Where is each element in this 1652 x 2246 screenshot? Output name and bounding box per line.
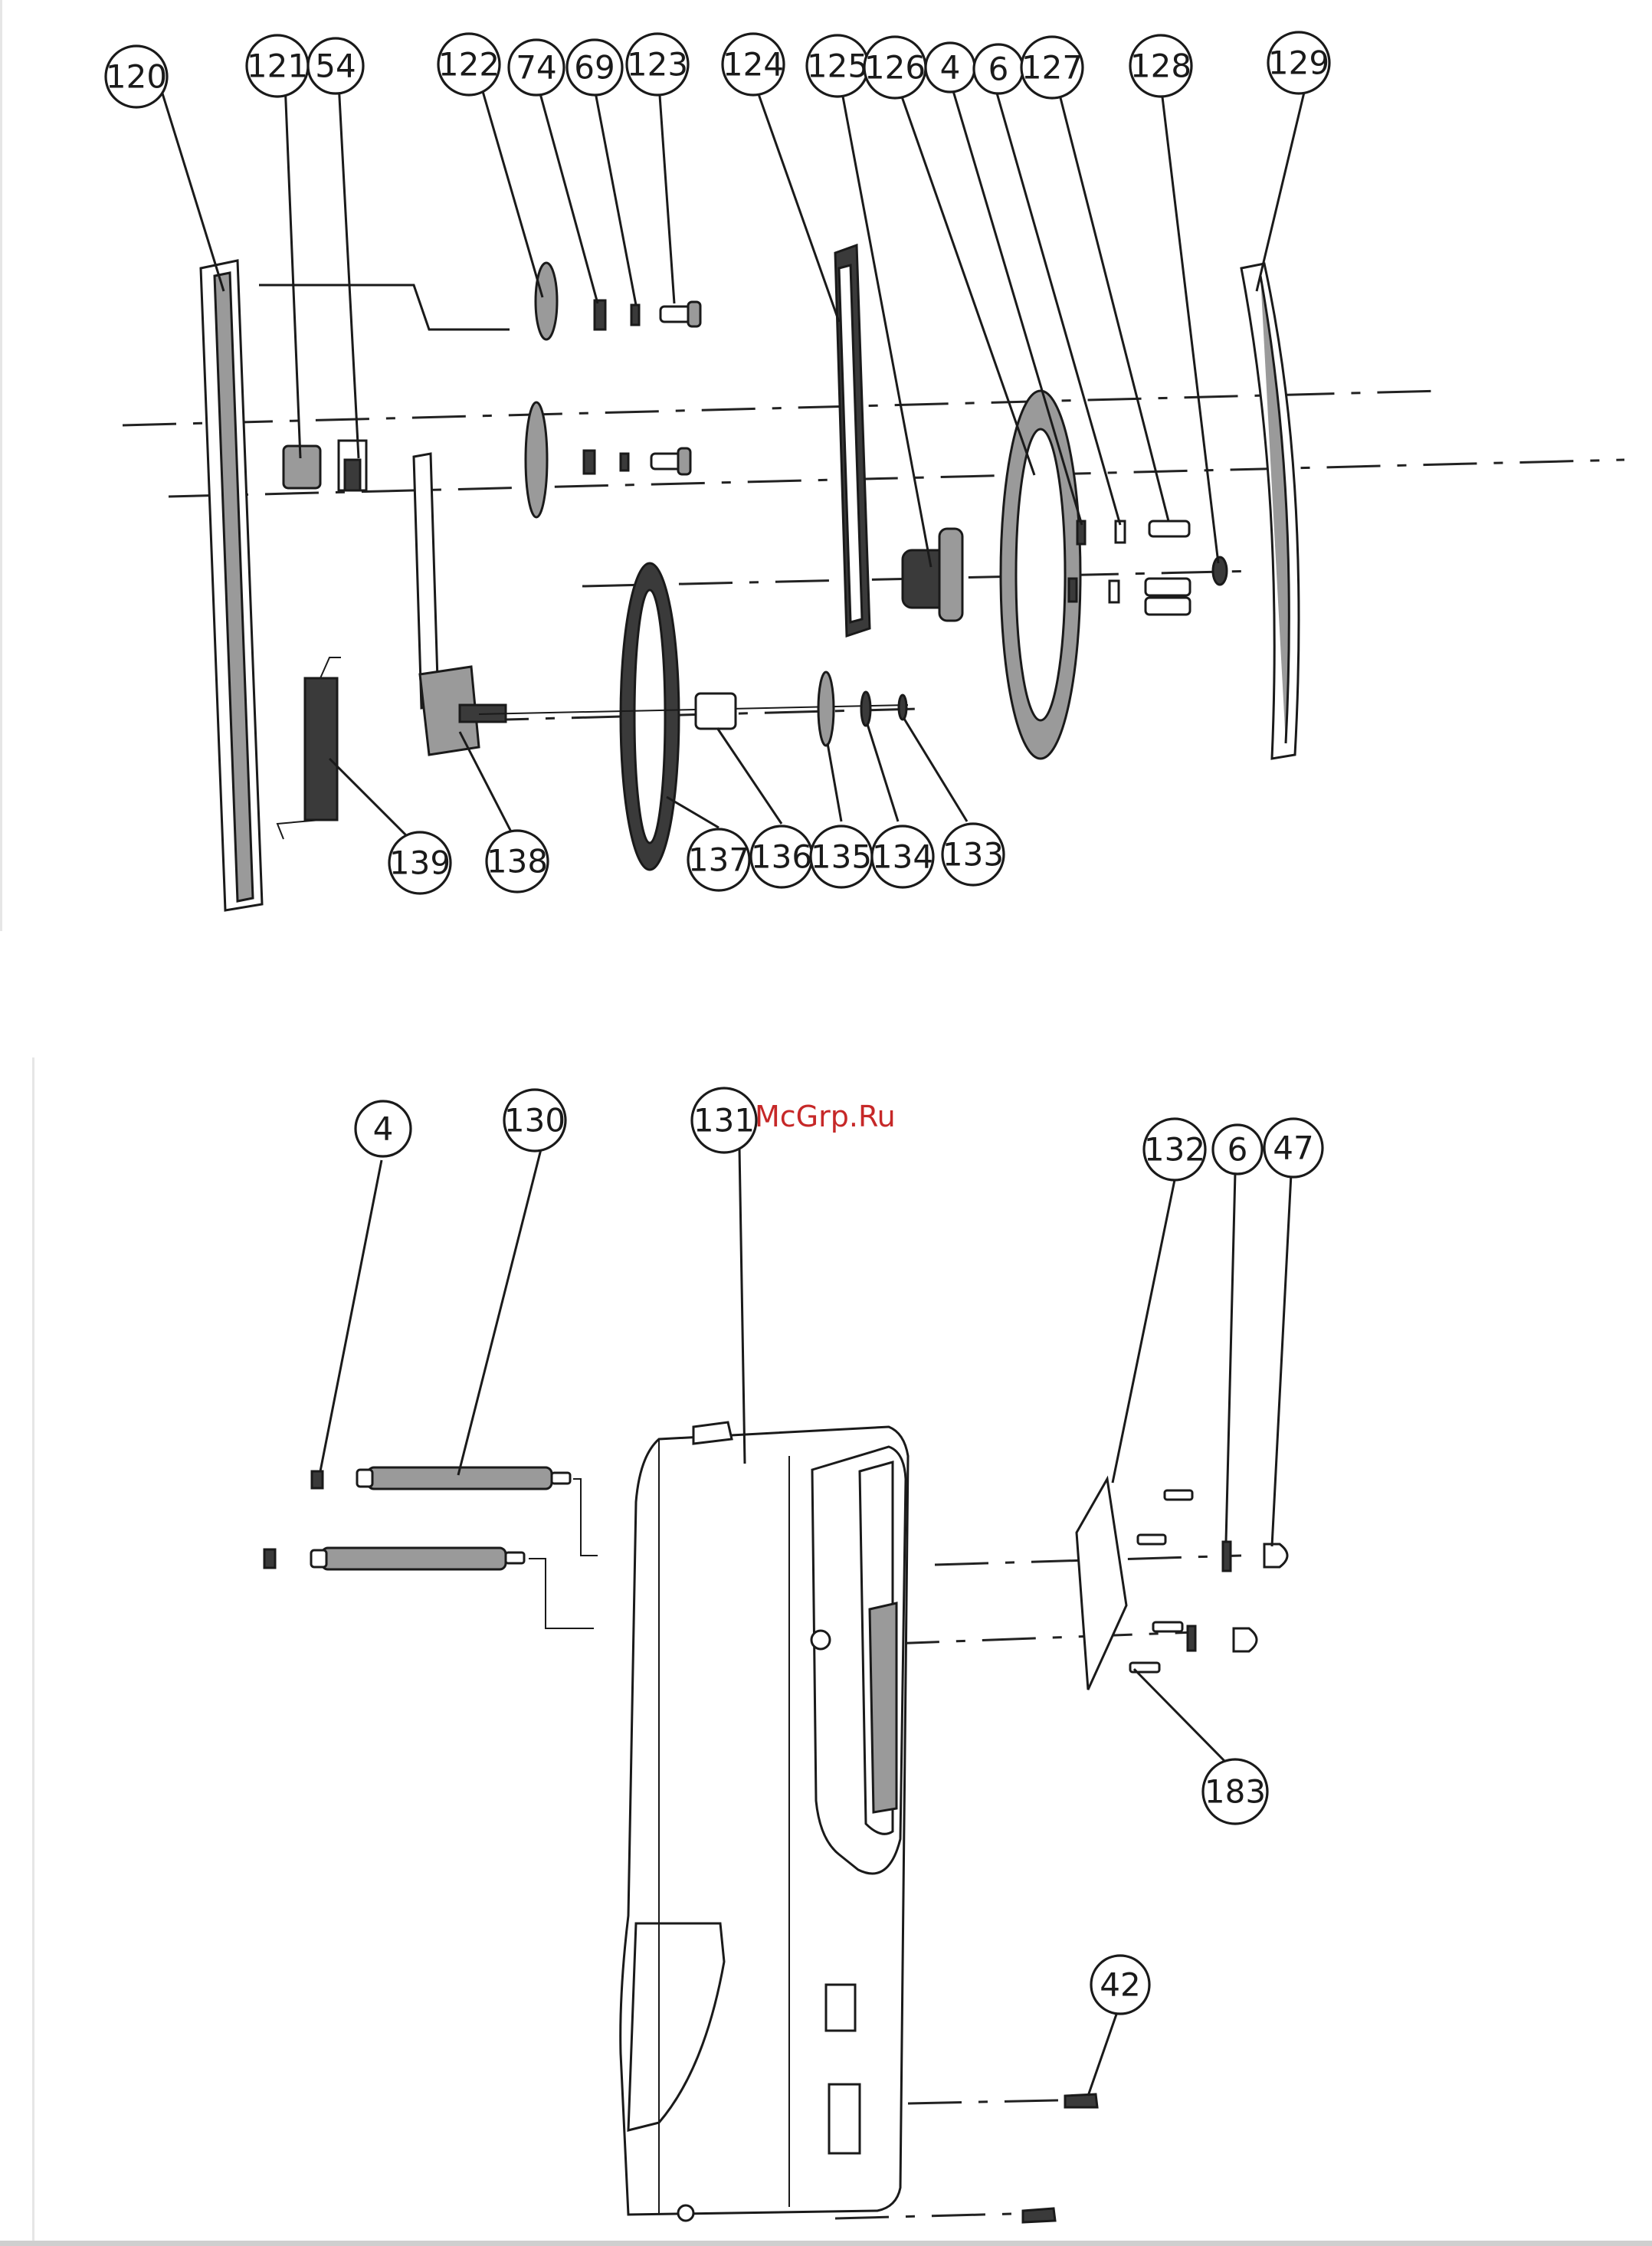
part-129-side-cover: [1241, 264, 1299, 759]
callout-125: 125: [807, 35, 868, 97]
callout-130: 130: [504, 1090, 565, 1151]
svg-text:4: 4: [940, 49, 961, 87]
part-130-rollers: [311, 1467, 598, 1628]
part-122-gear-upper: [536, 263, 557, 339]
svg-text:134: 134: [872, 838, 933, 876]
svg-text:138: 138: [487, 843, 548, 880]
top-panel: 120 121 54 122 74 69 123 124 125 126 4 6…: [106, 32, 1624, 910]
svg-text:4: 4: [373, 1110, 394, 1148]
svg-text:74: 74: [516, 49, 556, 87]
callout-69: 69: [567, 40, 622, 95]
svg-text:54: 54: [315, 48, 356, 85]
svg-text:127: 127: [1021, 49, 1083, 87]
svg-text:6: 6: [1228, 1131, 1248, 1169]
part-74-washer: [584, 300, 605, 474]
callout-129: 129: [1268, 32, 1329, 93]
callout-137: 137: [688, 829, 749, 890]
svg-text:125: 125: [807, 48, 868, 85]
callout-132: 132: [1144, 1119, 1205, 1180]
part-133-clip: [899, 695, 906, 720]
part-126-flywheel: [1001, 391, 1080, 759]
watermark-text: McGrp.Ru: [755, 1100, 896, 1133]
svg-text:137: 137: [688, 841, 749, 879]
part-183-screws: [1130, 1490, 1192, 1672]
callout-4-bottom: 4: [356, 1101, 411, 1156]
svg-text:122: 122: [438, 46, 500, 84]
callout-74: 74: [509, 40, 564, 95]
svg-text:124: 124: [723, 46, 784, 84]
svg-text:47: 47: [1273, 1130, 1313, 1167]
svg-text:136: 136: [751, 838, 812, 876]
callout-133: 133: [942, 824, 1004, 885]
part-132-panel: [1077, 1479, 1126, 1690]
callout-135: 135: [811, 826, 872, 887]
part-124-chain: [835, 245, 870, 636]
axis-line-7: [908, 2100, 1088, 2103]
callout-6-bottom: 6: [1213, 1125, 1262, 1174]
svg-text:123: 123: [627, 46, 688, 84]
svg-text:135: 135: [811, 838, 872, 876]
callout-122: 122: [438, 34, 500, 95]
callout-134: 134: [872, 826, 933, 887]
svg-text:121: 121: [247, 48, 308, 85]
callout-6: 6: [974, 44, 1023, 93]
callout-138: 138: [487, 831, 548, 892]
part-134-washer: [861, 692, 870, 726]
callout-183: 183: [1203, 1759, 1267, 1824]
callout-136: 136: [751, 826, 812, 887]
part-6-washer: [1110, 521, 1125, 602]
callout-124: 124: [723, 34, 784, 95]
svg-text:131: 131: [693, 1102, 755, 1139]
callout-47: 47: [1264, 1119, 1323, 1177]
axis-line-8: [835, 2213, 1042, 2218]
callout-121: 121: [247, 35, 308, 97]
part-6-bottom-washer: [1188, 1542, 1231, 1651]
callout-42: 42: [1091, 1956, 1149, 2014]
part-120-side-panel: [201, 261, 262, 910]
svg-text:69: 69: [574, 49, 615, 87]
part-122-gear-lower: [526, 402, 547, 517]
axis-line-2: [169, 460, 1624, 497]
part-135-washer: [818, 672, 834, 746]
callout-127: 127: [1021, 37, 1083, 98]
part-139-spring: [277, 657, 341, 839]
axis-line-1: [123, 391, 1441, 425]
bottom-panel: 4 130 131 132 6 47 183 42: [264, 1088, 1323, 2222]
svg-text:132: 132: [1144, 1131, 1205, 1169]
callout-120: 120: [106, 46, 167, 107]
svg-text:42: 42: [1100, 1966, 1140, 2004]
part-131-main-housing: [621, 1422, 908, 2221]
svg-text:130: 130: [504, 1102, 565, 1139]
callout-123: 123: [627, 34, 688, 95]
svg-text:6: 6: [988, 51, 1009, 88]
svg-text:120: 120: [106, 58, 167, 96]
part-54-bracket: [339, 441, 366, 490]
svg-text:183: 183: [1205, 1773, 1266, 1811]
callout-131: 131: [692, 1088, 756, 1153]
part-121-bushing: [284, 446, 320, 488]
svg-text:129: 129: [1268, 44, 1329, 82]
svg-text:126: 126: [864, 49, 926, 87]
part-128-cap: [1213, 557, 1227, 585]
callout-128: 128: [1130, 35, 1191, 97]
callout-126: 126: [864, 37, 926, 98]
callout-54: 54: [308, 38, 363, 93]
callout-4: 4: [926, 43, 975, 92]
svg-text:128: 128: [1130, 48, 1191, 85]
part-47-caps: [1234, 1544, 1287, 1651]
part-138-lever: [414, 454, 506, 755]
svg-text:139: 139: [389, 844, 451, 882]
part-123-bolt: [651, 302, 700, 474]
svg-text:133: 133: [942, 836, 1004, 874]
part-125-pulley: [903, 529, 962, 621]
part-137-large-gear: [621, 563, 679, 870]
part-69-washer: [621, 305, 639, 471]
part-42-screws: [1023, 2094, 1097, 2222]
part-127-bolt: [1146, 521, 1190, 615]
callout-139: 139: [389, 832, 451, 893]
